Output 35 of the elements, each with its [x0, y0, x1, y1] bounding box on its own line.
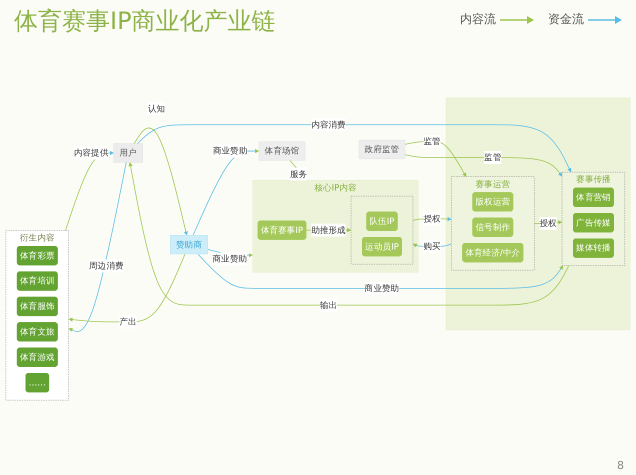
cluster — [350, 196, 414, 264]
edge-label: 产出 — [119, 316, 137, 327]
arrow — [68, 254, 186, 322]
edge-label: 授权 — [540, 218, 557, 228]
node-box: 政府监管 — [358, 140, 406, 160]
legend-text: 内容流 — [460, 12, 496, 27]
edge-label: 商业赞助 — [212, 146, 248, 156]
title: 体育赛事IP商业化产业链 — [14, 6, 276, 36]
page-number: 8 — [617, 459, 624, 472]
edge-label: 助推形成 — [311, 225, 346, 236]
node-box: 赞助商 — [170, 235, 208, 254]
node-box: 体育场馆 — [258, 141, 306, 161]
cluster — [446, 98, 630, 330]
edge-label: 监管 — [423, 136, 441, 147]
edge-label: 周边消费 — [89, 260, 124, 271]
edge-label: 内容提供 — [74, 148, 108, 158]
edge-label: 商业赞助 — [364, 283, 400, 294]
arrow — [134, 128, 188, 236]
edge-label: 监管 — [484, 152, 502, 163]
edge-label: 服务 — [290, 169, 308, 180]
arrow — [197, 254, 564, 289]
edge-label: 输出 — [320, 300, 338, 310]
edge-label: 授权 — [423, 214, 441, 224]
edge-label: 购买 — [423, 241, 441, 252]
arrow — [128, 162, 570, 306]
node-box: 用户 — [114, 143, 143, 163]
arrow — [192, 148, 260, 236]
edge-label: 商业赞助 — [212, 254, 248, 264]
arrow — [404, 141, 466, 177]
arrow — [137, 124, 572, 172]
edge-label: 内容消费 — [311, 120, 346, 130]
legend-text: 资金流 — [548, 12, 584, 27]
arrow — [68, 162, 127, 332]
arrow — [404, 154, 562, 177]
edge-label: 认知 — [148, 104, 166, 114]
